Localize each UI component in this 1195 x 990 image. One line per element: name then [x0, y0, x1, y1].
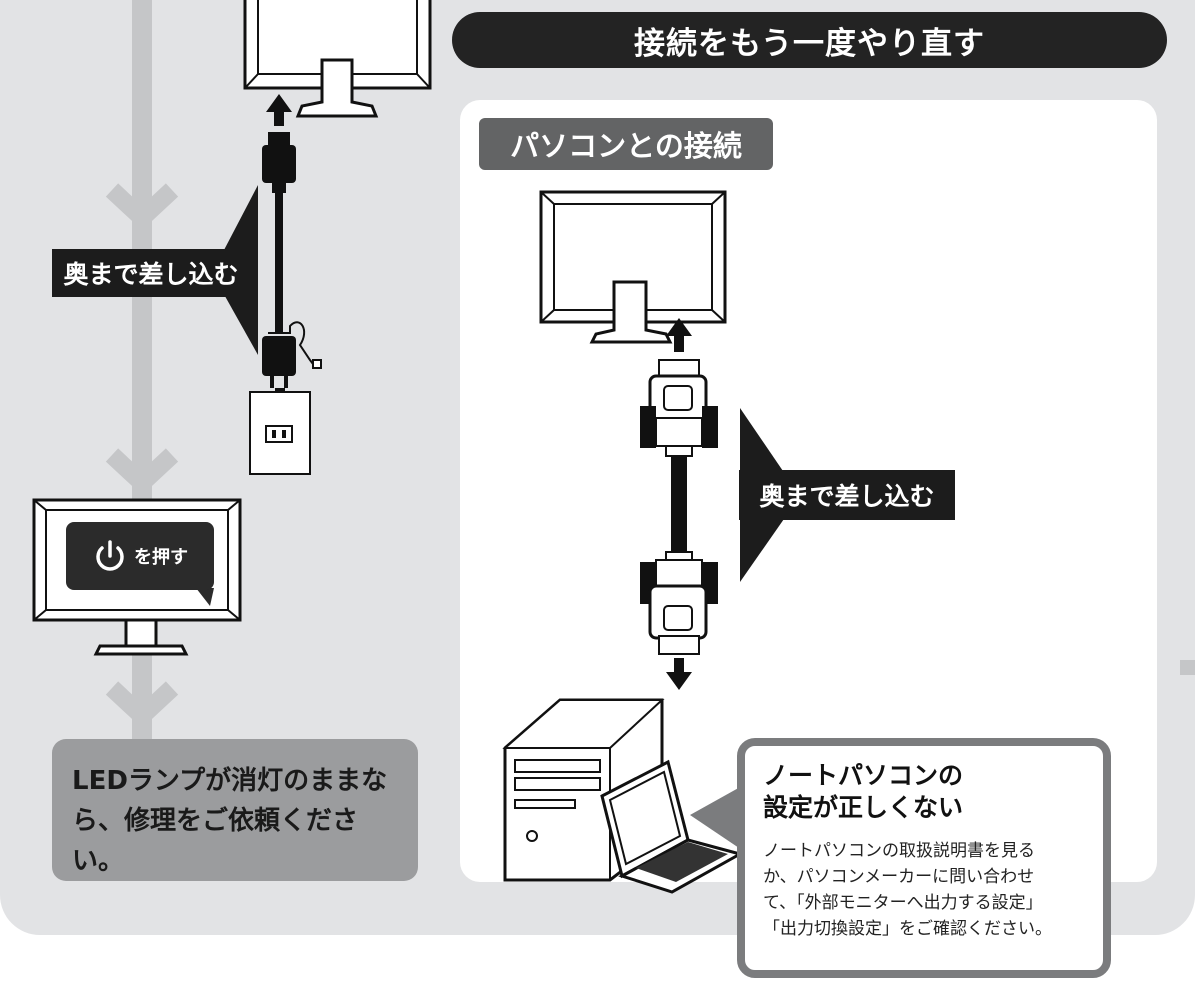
led-message-box: LEDランプが消灯のままな ら、修理をご依頼ください。 [52, 739, 418, 881]
outlet-icon [249, 391, 311, 475]
note-body-line: て、「外部モニターへ出力する設定」 [763, 893, 1043, 913]
laptop-note-box: ノートパソコンの 設定が正しくない ノートパソコンの取扱説明書を見る か、パソコ… [737, 738, 1111, 978]
power-icon [96, 540, 124, 571]
led-message-line: ら、修理をご依頼ください。 [72, 806, 359, 876]
note-body-line: 「出力切換設定」をご確認ください。 [763, 919, 1052, 939]
note-body: ノートパソコンの取扱説明書を見る か、パソコンメーカーに問い合わせ て、「外部モ… [763, 838, 1085, 942]
arrow-up-icon [266, 94, 292, 126]
page-title: 接続をもう一度やり直す [452, 12, 1167, 68]
note-title-line: ノートパソコンの [763, 761, 964, 790]
arrow-up-icon [666, 318, 692, 352]
section-label: パソコンとの接続 [479, 118, 773, 170]
power-button-text: を押す [134, 547, 188, 568]
insert-fully-label: 奥まで差し込む [52, 249, 250, 297]
note-body-line: ノートパソコンの取扱説明書を見る [763, 841, 1035, 861]
callout-tail [690, 786, 742, 850]
monitor-icon [539, 190, 727, 344]
dvi-connector-icon [640, 359, 718, 655]
note-title: ノートパソコンの 設定が正しくない [763, 760, 1085, 824]
led-message-line: LEDランプが消灯のままな [72, 766, 388, 796]
power-cord-icon [262, 132, 322, 388]
insert-fully-label: 奥まで差し込む [739, 470, 955, 520]
chevron-down-icon [105, 183, 179, 231]
laptop-icon [600, 759, 744, 894]
monitor-icon [243, 0, 432, 118]
chevron-down-icon [105, 448, 179, 496]
power-instruction-bubble: を押す [66, 522, 214, 590]
note-body-line: か、パソコンメーカーに問い合わせ [763, 867, 1035, 887]
arrow-down-icon [666, 658, 692, 690]
note-title-line: 設定が正しくない [763, 793, 964, 822]
chevron-down-icon [105, 681, 179, 729]
